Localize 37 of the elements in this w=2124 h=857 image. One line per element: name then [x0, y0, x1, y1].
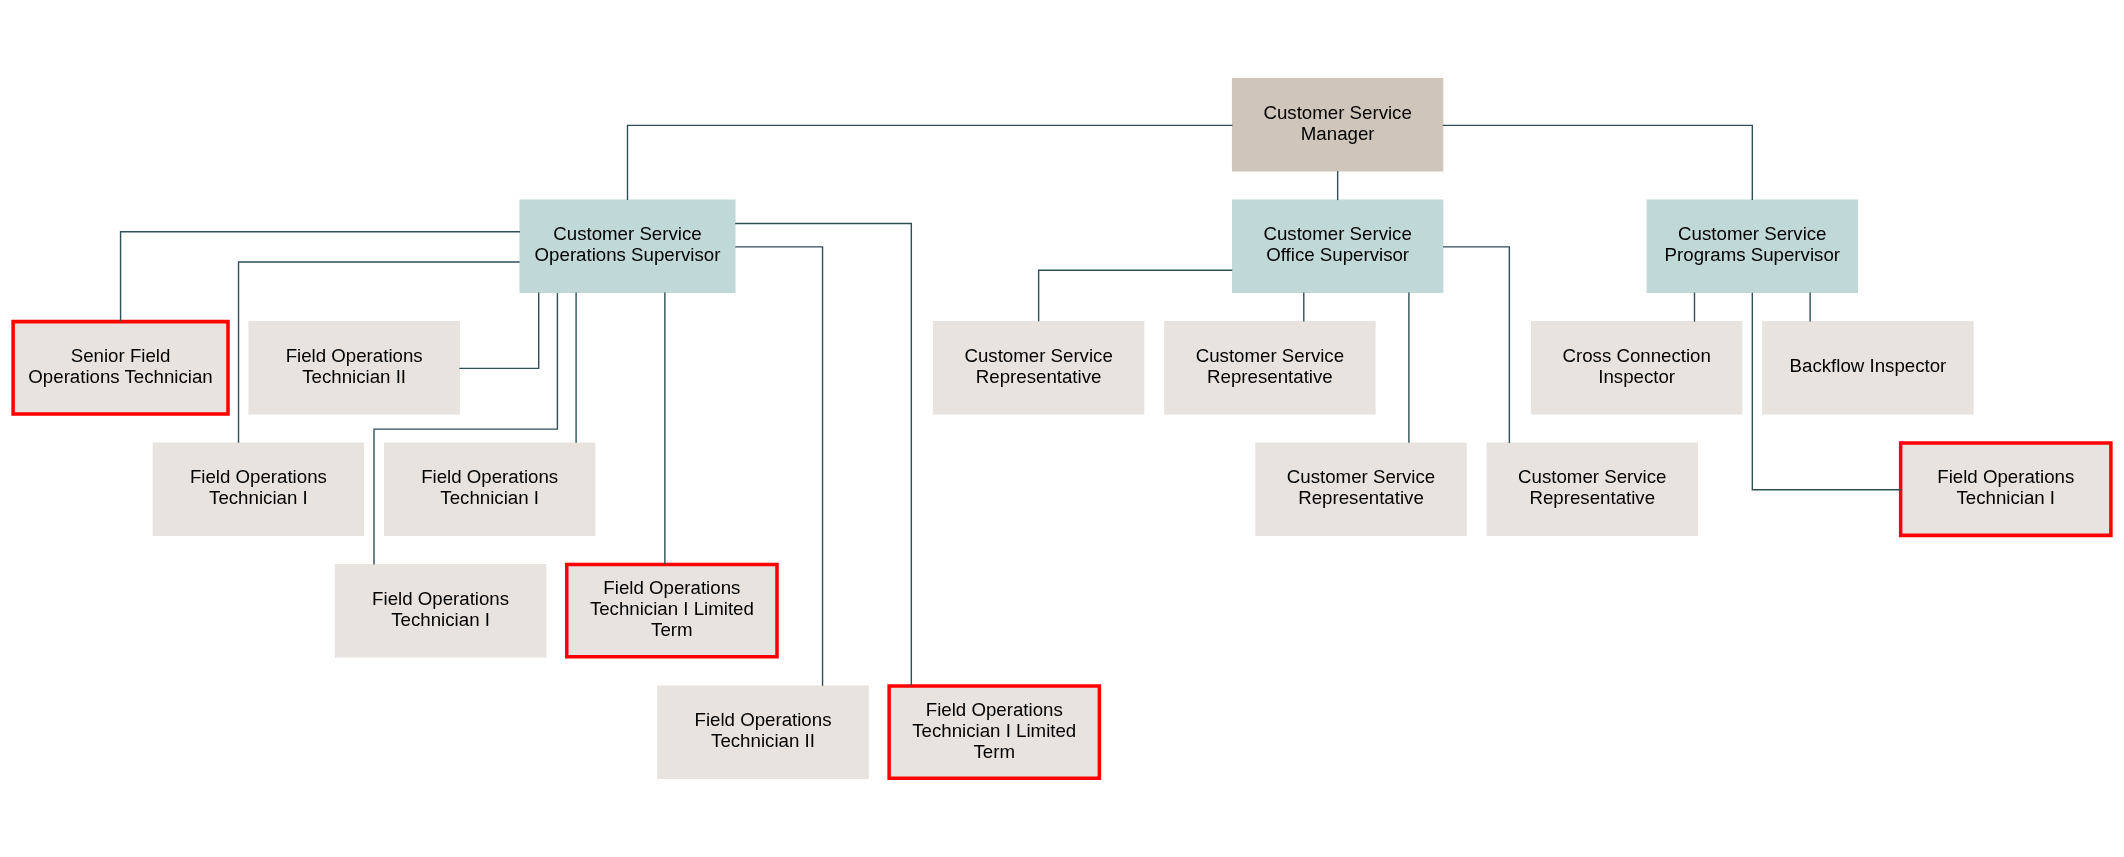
node-box: Cross Connection Inspector	[1530, 321, 1743, 415]
node-box: Customer Service Representative	[1486, 442, 1698, 536]
connector	[1442, 124, 1753, 201]
connector	[1442, 246, 1511, 444]
connector	[373, 292, 559, 566]
node-box: Field Operations Technician I	[383, 442, 596, 536]
node-box: Backflow Inspector	[1762, 321, 1974, 415]
connector	[237, 261, 521, 444]
node-box: Field Operations Technician I	[334, 564, 547, 658]
connector	[1408, 291, 1410, 444]
connector	[119, 231, 521, 322]
connector	[1336, 170, 1339, 201]
node-box: Senior Field Operations Technician	[11, 319, 230, 416]
node-box: Field Operations Technician II	[248, 321, 460, 415]
node-box: Customer Service Programs Supervisor	[1646, 199, 1858, 293]
connector	[1751, 291, 1902, 491]
connector	[575, 291, 577, 444]
node-box: Field Operations Technician I	[1898, 441, 2113, 538]
node-box: Field Operations Technician I Limited Term	[887, 684, 1102, 781]
node-box: Customer Service Office Supervisor	[1231, 199, 1444, 293]
node-box: Customer Service Representative	[1164, 321, 1376, 415]
node-box: Customer Service Operations Supervisor	[519, 199, 736, 293]
node-box: Customer Service Representative	[932, 321, 1145, 415]
node-box: Customer Service Manager	[1231, 78, 1444, 172]
connector	[734, 222, 913, 687]
node-box: Customer Service Representative	[1255, 442, 1467, 536]
node-box: Field Operations Technician I	[152, 442, 365, 536]
connector	[458, 291, 540, 370]
connector	[1303, 291, 1305, 323]
connector	[1693, 291, 1696, 323]
connector	[734, 246, 824, 687]
connector	[1037, 269, 1233, 322]
node-box: Field Operations Technician I Limited Term	[565, 562, 779, 659]
node-box: Field Operations Technician II	[657, 685, 869, 779]
connector	[1809, 291, 1811, 323]
connector	[664, 291, 666, 566]
connector	[626, 124, 1234, 201]
